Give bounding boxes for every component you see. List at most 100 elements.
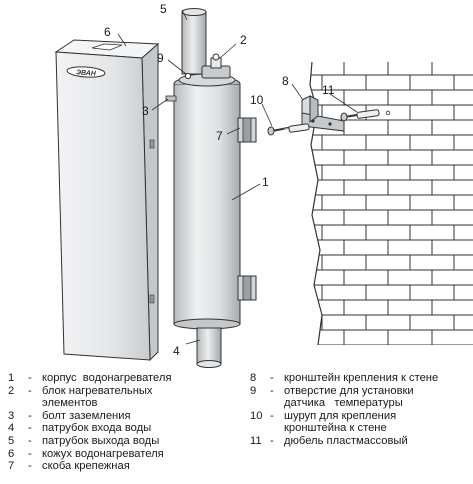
brick — [453, 74, 473, 91]
callout-8: 8 — [282, 74, 289, 88]
brick — [321, 254, 367, 271]
legend-left: 1-корпус водонагревателя 2-блок нагреват… — [8, 372, 240, 473]
brick — [431, 149, 473, 166]
brick — [321, 134, 367, 151]
callout-2: 2 — [240, 33, 247, 47]
brick — [343, 179, 389, 196]
plastic-dowel — [288, 123, 310, 133]
brick — [343, 89, 389, 106]
brick — [431, 62, 473, 76]
brick — [321, 224, 367, 241]
brick — [409, 254, 455, 271]
brick — [409, 164, 455, 181]
brick — [310, 149, 345, 166]
brick — [343, 209, 389, 226]
brick — [310, 134, 323, 151]
sensor-hole — [184, 72, 192, 80]
brick — [256, 300, 300, 315]
brick — [343, 299, 389, 316]
brick — [387, 209, 433, 226]
brick — [310, 179, 345, 196]
mounting-clip-top — [237, 117, 257, 143]
brick — [310, 62, 345, 76]
brick — [256, 60, 300, 75]
brick — [365, 164, 411, 181]
legend-item: 1-корпус водонагревателя — [8, 372, 172, 384]
brick — [365, 254, 411, 271]
legend-item: 11-дюбель пластмассовый — [250, 434, 408, 447]
brick — [343, 329, 389, 345]
brick — [321, 314, 367, 331]
brick — [453, 104, 473, 121]
callout-7: 7 — [216, 129, 223, 143]
brick — [256, 270, 300, 285]
brick — [431, 209, 473, 226]
brick — [387, 62, 433, 76]
callout-leaders — [117, 9, 358, 345]
callout-5: 5 — [160, 2, 167, 16]
outlet-pipe — [181, 8, 207, 75]
brick — [310, 329, 345, 345]
brick — [409, 194, 455, 211]
brick — [343, 149, 389, 166]
brick — [310, 254, 323, 271]
brick — [409, 284, 455, 301]
brick — [387, 119, 433, 136]
brick — [409, 134, 455, 151]
callout-10: 10 — [250, 93, 264, 107]
legend-item: 10-шуруп для крепления кронштейна к стен… — [250, 409, 397, 435]
brick — [321, 344, 367, 345]
brick — [256, 240, 300, 255]
brick — [310, 344, 323, 345]
brick — [409, 224, 455, 241]
brick — [409, 74, 455, 91]
brick — [365, 224, 411, 241]
legend-item: 6-кожух водонагревателя — [8, 447, 164, 460]
brick — [256, 210, 300, 225]
mounting-clip-bottom — [237, 275, 257, 301]
callout-9: 9 — [157, 51, 164, 65]
brick — [453, 134, 473, 151]
brick — [453, 224, 473, 241]
legend-item: 5-патрубок выхода воды — [8, 434, 160, 447]
callout-11: 11 — [322, 83, 335, 97]
brick — [453, 344, 473, 345]
heater-cover — [54, 39, 160, 362]
brick — [256, 150, 300, 165]
brick — [310, 314, 323, 331]
brick — [453, 194, 473, 211]
water-heater-diagram: ЭВАН — [54, 2, 473, 368]
brick — [365, 194, 411, 211]
brick — [453, 314, 473, 331]
brick — [431, 269, 473, 286]
brick — [365, 284, 411, 301]
brick — [431, 179, 473, 196]
callout-3: 3 — [142, 104, 149, 118]
inlet-pipe — [196, 327, 222, 368]
brick — [409, 344, 455, 345]
brick — [387, 329, 433, 345]
brick — [321, 284, 367, 301]
brick — [387, 179, 433, 196]
brick — [310, 269, 345, 286]
brick — [365, 74, 411, 91]
tank-body — [173, 73, 241, 330]
brick — [431, 329, 473, 345]
legend-item: 9-отверстие для установки датчика темпер… — [250, 384, 414, 410]
brick — [431, 299, 473, 316]
brick — [453, 164, 473, 181]
plastic-dowel — [356, 109, 391, 119]
svg-text:ЭВАН: ЭВАН — [76, 69, 97, 77]
legend-item: 7-скоба крепежная — [8, 460, 130, 473]
brick — [343, 269, 389, 286]
legend-item: 4-патрубок входа воды — [8, 422, 152, 435]
brick — [453, 254, 473, 271]
brick — [409, 104, 455, 121]
brick — [343, 119, 389, 136]
brick — [365, 344, 411, 345]
brick — [387, 299, 433, 316]
brick — [256, 330, 300, 345]
heating-element-block — [201, 53, 231, 79]
brick — [365, 314, 411, 331]
brick — [387, 239, 433, 256]
